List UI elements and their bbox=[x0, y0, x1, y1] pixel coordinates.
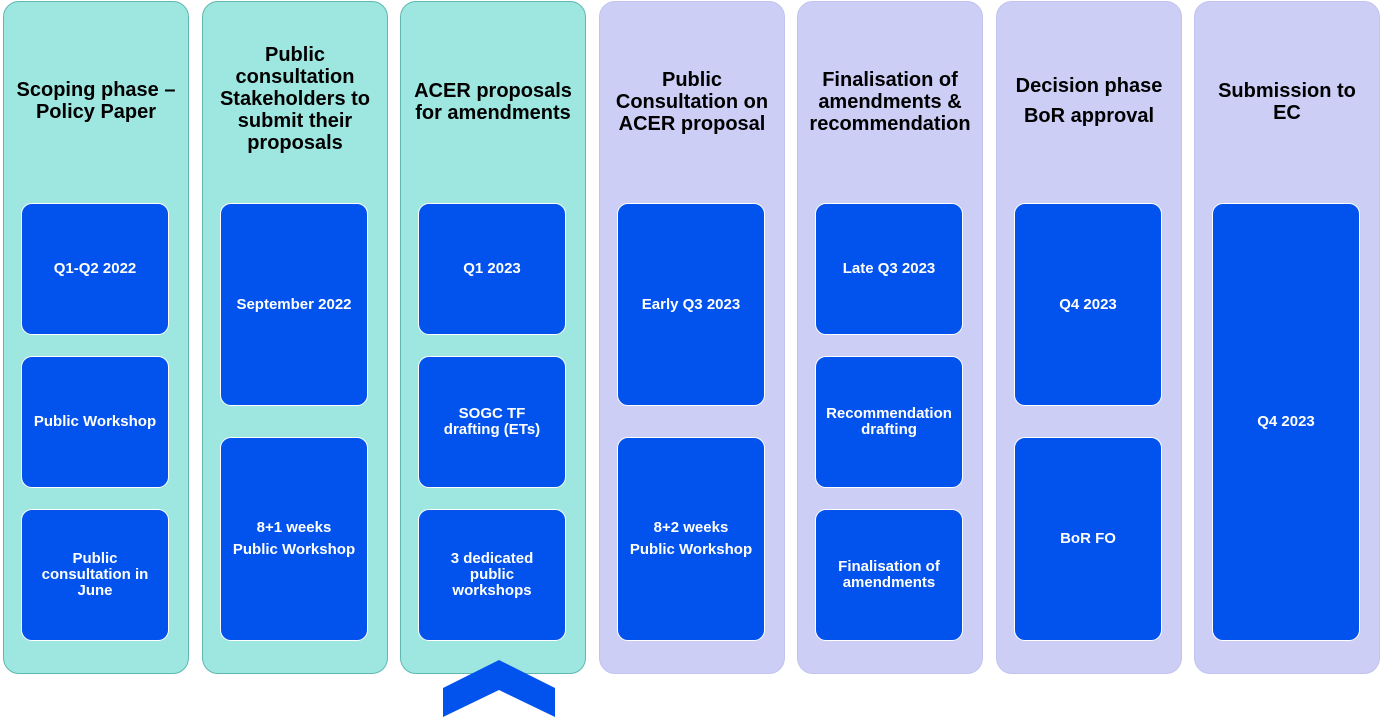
phase-step-box: Finalisation of amendments bbox=[815, 509, 963, 641]
phase-step-box: SOGC TF drafting (ETs) bbox=[418, 356, 566, 488]
phase-step-box: Q4 2023 bbox=[1212, 203, 1360, 641]
phase-title: Submission to EC bbox=[1218, 80, 1356, 124]
phase-step-box: 8+2 weeks Public Workshop bbox=[617, 437, 765, 641]
phase-title: Decision phase BoR approval bbox=[1015, 75, 1163, 127]
phase-step-box: Public consultation in June bbox=[21, 509, 169, 641]
phase-step-box: Q1-Q2 2022 bbox=[21, 203, 169, 335]
phase-step-box: 3 dedicated public workshops bbox=[418, 509, 566, 641]
phase-step-box: Recommendation drafting bbox=[815, 356, 963, 488]
phase-title: Finalisation of amendments & recommendat… bbox=[809, 69, 971, 135]
phase-step-box: Public Workshop bbox=[21, 356, 169, 488]
phase-title: ACER proposals for amendments bbox=[414, 80, 572, 124]
phase-step-box: 8+1 weeks Public Workshop bbox=[220, 437, 368, 641]
phase-step-box: September 2022 bbox=[220, 203, 368, 406]
chevron-up-icon bbox=[443, 660, 555, 717]
phase-step-box: BoR FO bbox=[1014, 437, 1162, 641]
phase-step-box: Q1 2023 bbox=[418, 203, 566, 335]
phase-step-box: Late Q3 2023 bbox=[815, 203, 963, 335]
phase-title: Public Consultation on ACER proposal bbox=[615, 69, 769, 135]
phase-title: Public consultation Stakeholders to subm… bbox=[219, 44, 371, 154]
phase-step-box: Early Q3 2023 bbox=[617, 203, 765, 406]
phase-title: Scoping phase – Policy Paper bbox=[16, 79, 176, 123]
phase-step-box: Q4 2023 bbox=[1014, 203, 1162, 406]
